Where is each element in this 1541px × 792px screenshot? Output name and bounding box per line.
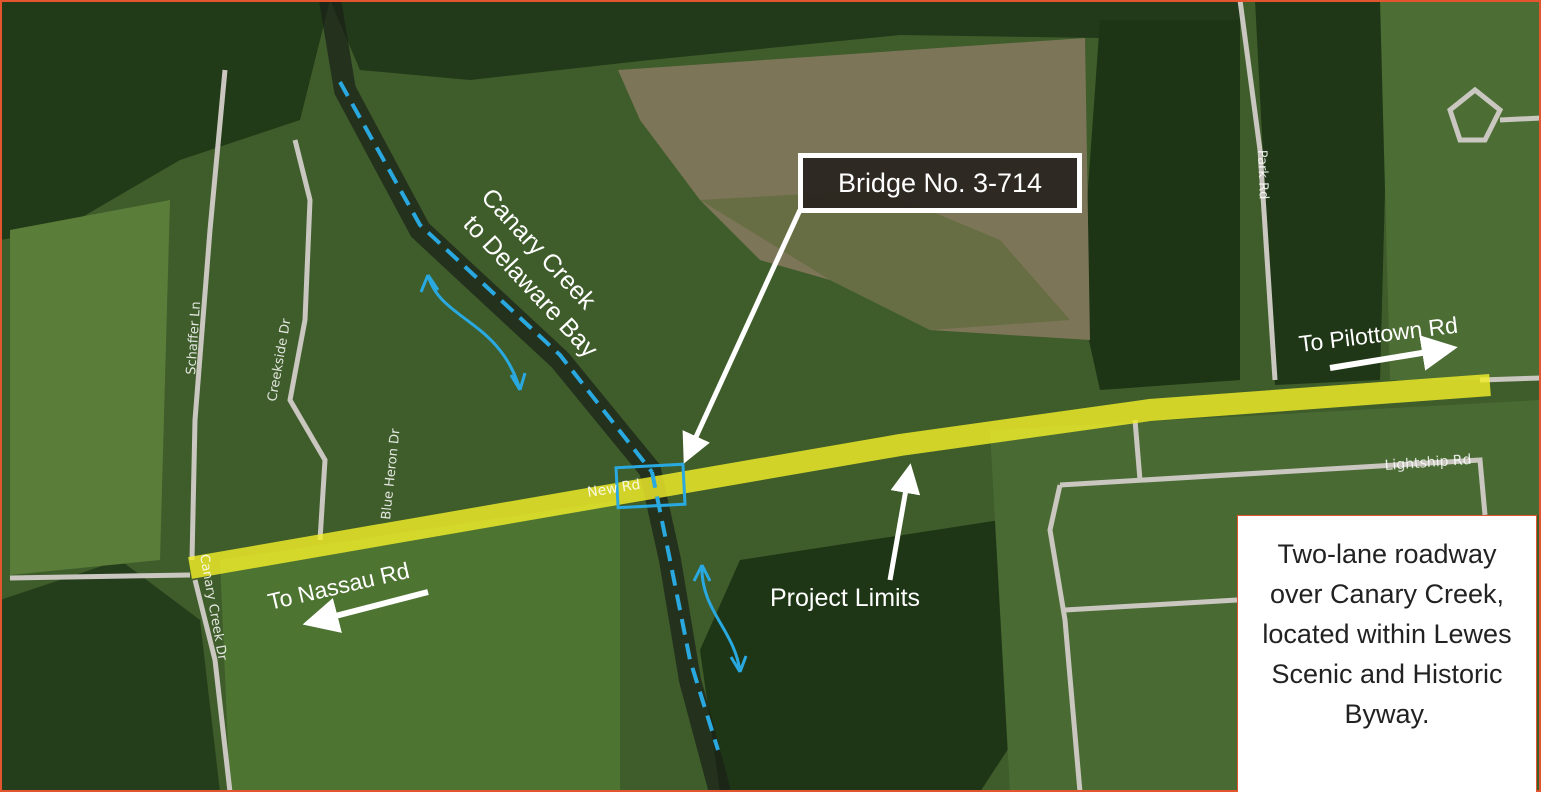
- grass-south: [220, 500, 620, 792]
- subdivision-street: [1064, 597, 1238, 613]
- road-label-schaffer-ln: Schaffer Ln: [184, 301, 204, 375]
- park-rd-street: [1237, 0, 1278, 381]
- woodland-nw: [0, 0, 330, 240]
- description-text: Two-lane roadway over Canary Creek, loca…: [1262, 539, 1512, 729]
- project-limits-label: Project Limits: [770, 584, 920, 612]
- bridge-location-box: [614, 462, 687, 510]
- street-east: [1479, 375, 1541, 383]
- nassau-arrow: [302, 589, 429, 633]
- bridge-callout-arrow: [682, 208, 803, 464]
- road-label-lightship-rd: Lightship Rd: [1384, 452, 1472, 474]
- local-streets: [9, 0, 1541, 792]
- cul-de-sac-street: [1047, 484, 1083, 792]
- lightship-rd-street: [1059, 457, 1488, 516]
- neighborhood-se: [990, 400, 1541, 792]
- neighborhood-ne: [1380, 0, 1541, 380]
- schaffer-ln-street: [189, 69, 228, 561]
- woodland-east: [1080, 20, 1240, 390]
- pilottown-arrow: [1329, 335, 1458, 371]
- waterway-dashed-north: [338, 81, 654, 474]
- woodland-sw: [0, 560, 220, 792]
- street-west: [9, 572, 191, 581]
- flow-arrow-north: [419, 274, 527, 391]
- waterway-dashed-south: [650, 471, 720, 751]
- loop-street: [1447, 86, 1504, 143]
- grass-west: [10, 200, 170, 575]
- woodland-north: [330, 0, 1240, 80]
- woodland-park: [1255, 0, 1390, 385]
- description-box: Two-lane roadway over Canary Creek, loca…: [1237, 515, 1537, 792]
- bridge-label: Bridge No. 3-714: [837, 167, 1043, 198]
- project-limits-arrow: [887, 463, 921, 581]
- loop-connector: [1499, 115, 1541, 123]
- flow-arrow-south: [692, 564, 748, 673]
- creekside-dr-street: [287, 139, 328, 541]
- canary-creek-dr-street: [192, 579, 233, 792]
- project-roadway-highlight: [188, 374, 1491, 579]
- road-label-park-rd: Park Rd: [1254, 150, 1271, 200]
- bridge-label-box: Bridge No. 3-714: [798, 153, 1082, 213]
- spur-street: [1132, 419, 1143, 481]
- woodland-south: [700, 520, 1040, 792]
